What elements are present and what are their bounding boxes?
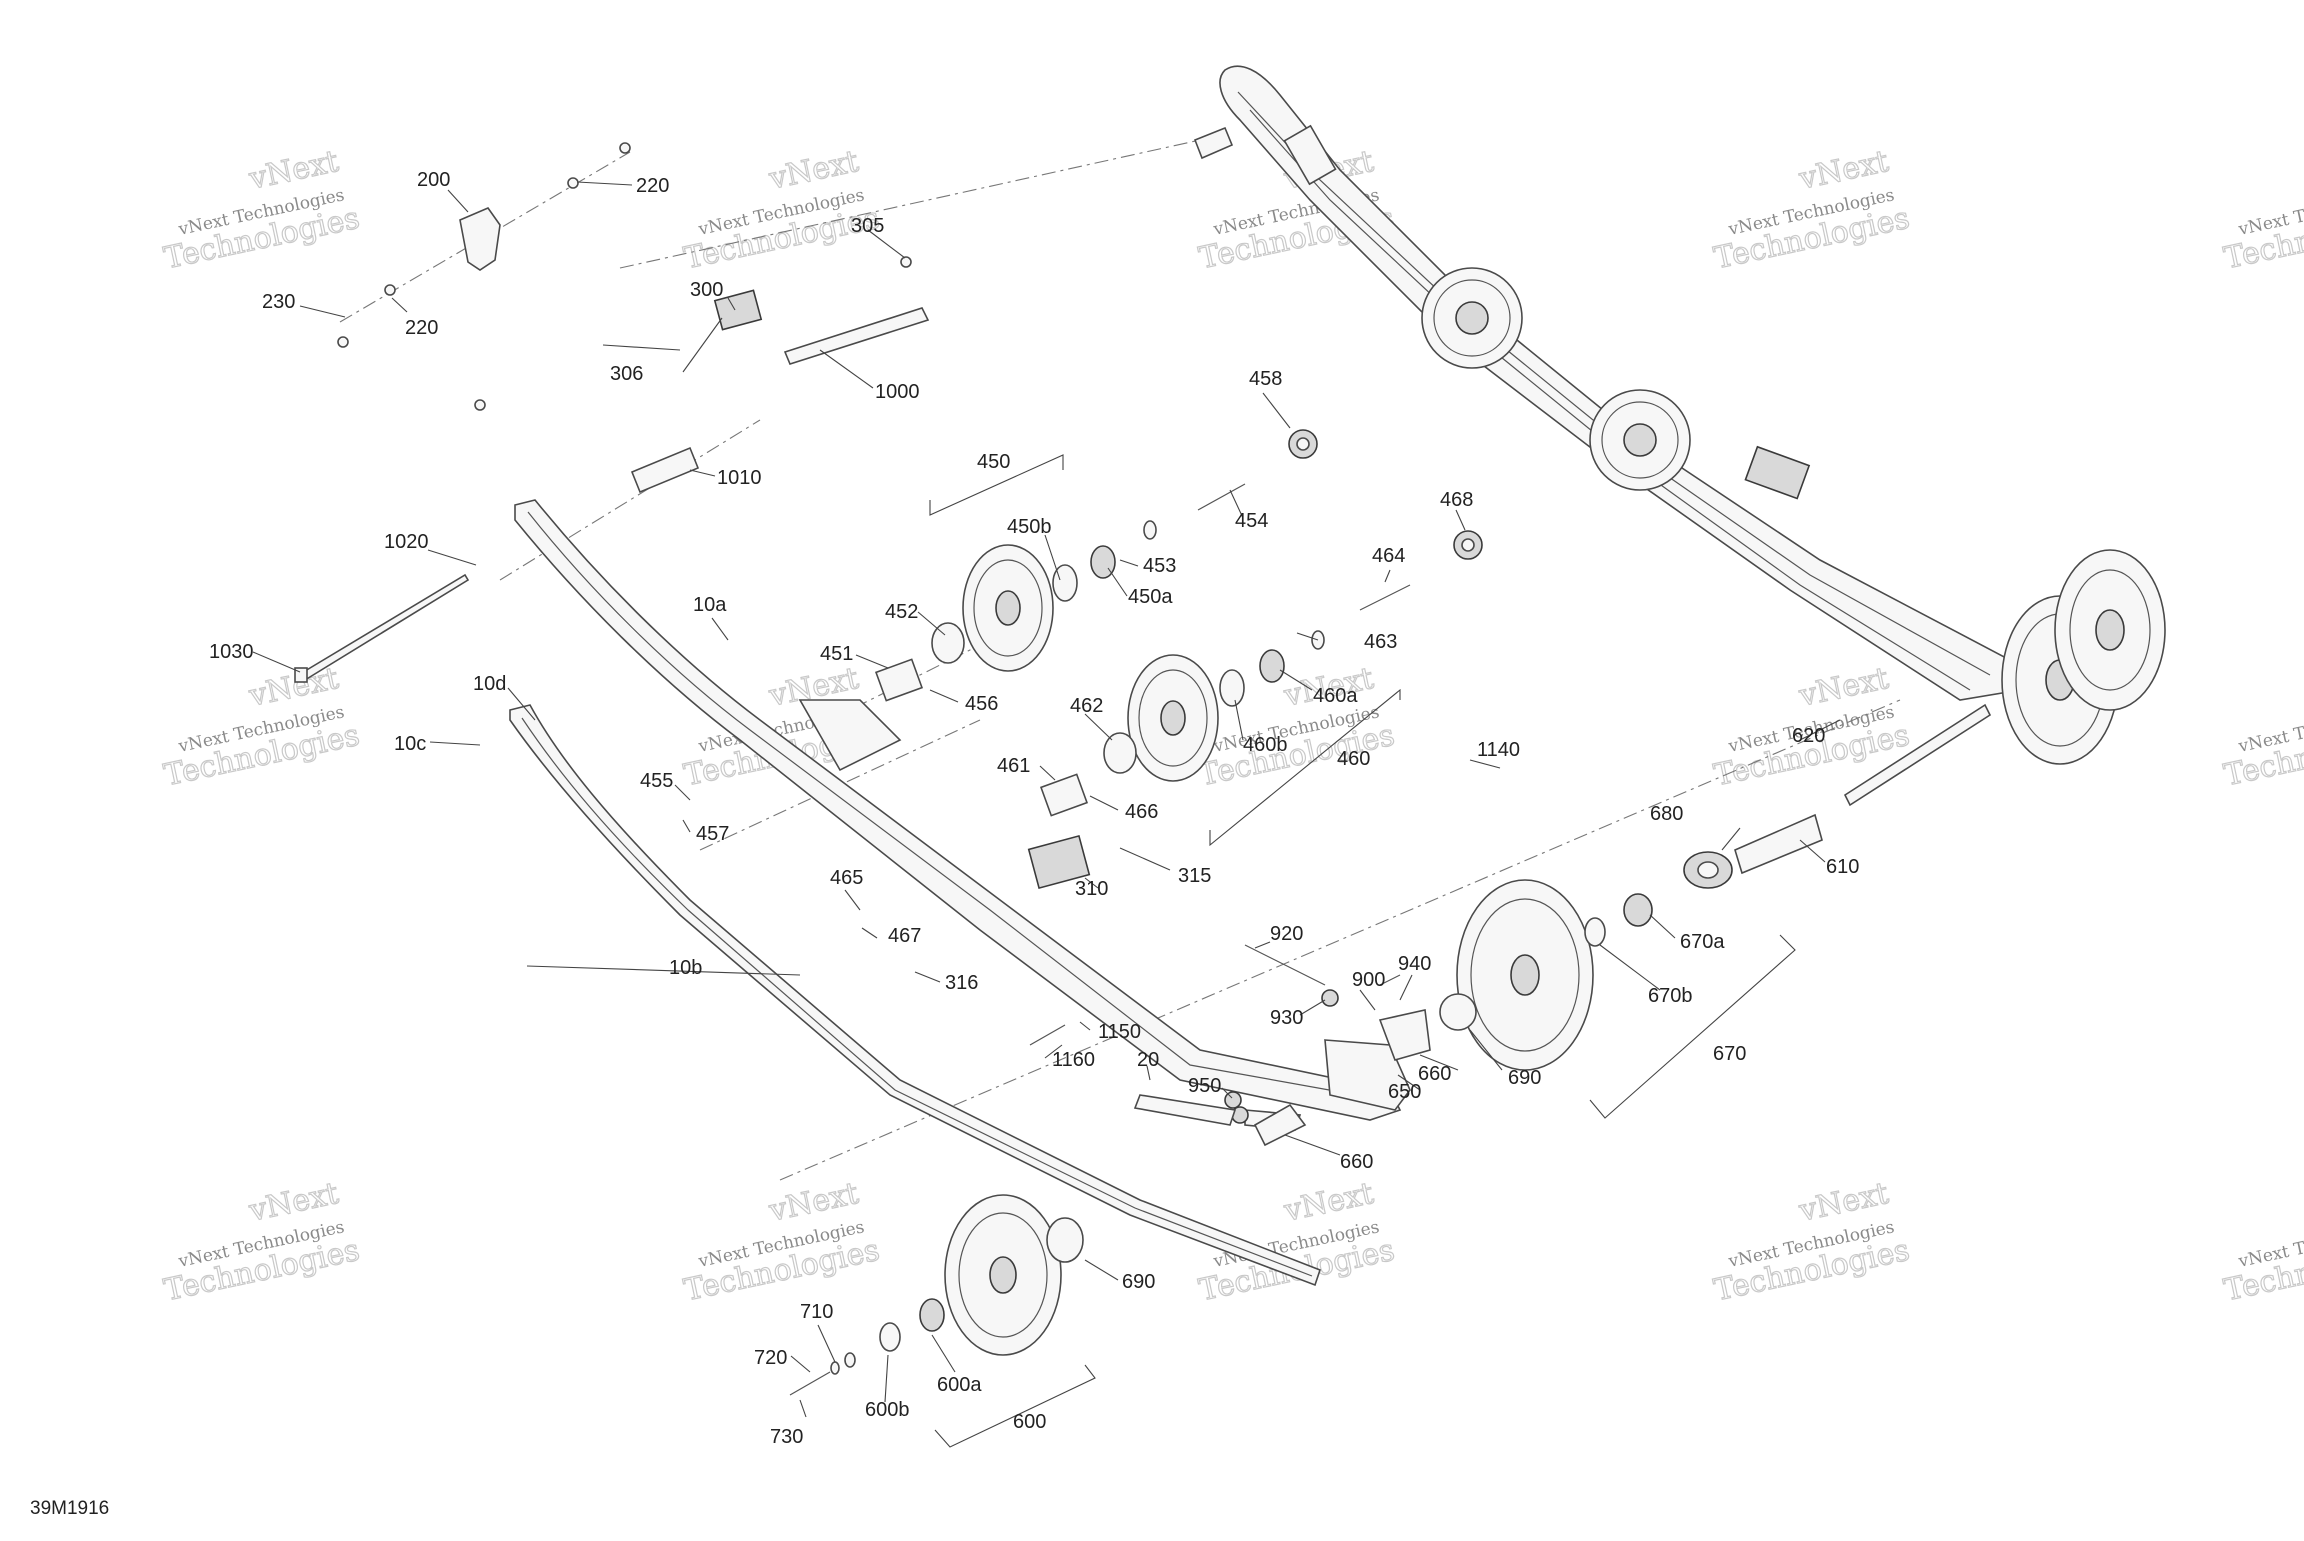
callout-label: 950 [1188, 1075, 1221, 1097]
wheel-670 [1439, 703, 1992, 1071]
callout-label: 220 [405, 317, 438, 339]
callout-label: 10b [669, 957, 702, 979]
callout-label: 316 [945, 972, 978, 994]
callout-leaders [252, 181, 1841, 1418]
callout-label: 456 [965, 693, 998, 715]
callout-label: 1140 [1477, 739, 1520, 761]
callout-label: 454 [1235, 510, 1268, 532]
callout-label: 315 [1178, 865, 1211, 887]
callout-label: 920 [1270, 923, 1303, 945]
callout-label: 465 [830, 867, 863, 889]
callout-label: 200 [417, 169, 450, 191]
wheel-460 [1027, 630, 1325, 890]
callout-label: 690 [1122, 1271, 1155, 1293]
callout-label: 466 [1125, 801, 1158, 823]
callout-label: 600a [937, 1374, 982, 1396]
callout-label: 460b [1243, 734, 1288, 756]
callout-label: 450b [1007, 516, 1052, 538]
callout-label: 670a [1680, 931, 1725, 953]
callout-label: 900 [1352, 969, 1385, 991]
callout-label: 310 [1075, 878, 1108, 900]
callout-label: 670 [1713, 1043, 1746, 1065]
callout-label: 600 [1013, 1411, 1046, 1433]
callout-label: 720 [754, 1347, 787, 1369]
callout-label: 1020 [384, 531, 429, 553]
rear-end-parts [1029, 944, 1431, 1147]
callout-label: 455 [640, 770, 673, 792]
callout-label: 730 [770, 1426, 803, 1448]
callout-label: 464 [1372, 545, 1405, 567]
callout-label: 930 [1270, 1007, 1303, 1029]
callout-label: 452 [885, 601, 918, 623]
callout-label: 680 [1650, 803, 1683, 825]
figure-number: 39M1916 [30, 1498, 109, 1519]
callout-label: 660 [1340, 1151, 1373, 1173]
callout-label: 460 [1337, 748, 1370, 770]
callout-labels: 200 220 220 230 305 300 306 1000 1010 10… [209, 169, 1859, 1448]
callout-label: 940 [1398, 953, 1431, 975]
callout-label: 453 [1143, 555, 1176, 577]
callout-label: 461 [997, 755, 1030, 777]
callout-label: 300 [690, 279, 723, 301]
callout-label: 220 [636, 175, 669, 197]
callout-label: 600b [865, 1399, 910, 1421]
slide-10b [509, 704, 1321, 1287]
callout-label: 10d [473, 673, 506, 695]
callout-label: 1010 [717, 467, 762, 489]
callout-label: 467 [888, 925, 921, 947]
callout-label: 462 [1070, 695, 1103, 717]
callout-label: 458 [1249, 368, 1282, 390]
callout-label: 20 [1137, 1049, 1159, 1071]
callout-label: 457 [696, 823, 729, 845]
callout-label: 463 [1364, 631, 1397, 653]
callout-label: 620 [1792, 725, 1825, 747]
callout-label: 1030 [209, 641, 254, 663]
right-rail-assembly [1193, 65, 2166, 765]
callout-label: 230 [262, 291, 295, 313]
callout-label: 1150 [1098, 1021, 1141, 1043]
callout-label: 690 [1508, 1067, 1541, 1089]
callout-label: 450 [977, 451, 1010, 473]
callout-label: 670b [1648, 985, 1693, 1007]
callout-label: 660 [1418, 1063, 1451, 1085]
wheel-450 [874, 520, 1157, 702]
group-brackets [929, 454, 1796, 1448]
callout-label: 710 [800, 1301, 833, 1323]
callout-label: 1160 [1052, 1049, 1095, 1071]
callout-label: 450a [1128, 586, 1173, 608]
callout-label: 10c [394, 733, 426, 755]
callout-label: 1000 [875, 381, 920, 403]
callout-label: 305 [851, 215, 884, 237]
callout-label: 460a [1313, 685, 1358, 707]
wheel-600 [789, 1194, 1084, 1396]
callout-label: 610 [1826, 856, 1859, 878]
callout-label: 306 [610, 363, 643, 385]
callout-label: 650 [1388, 1081, 1421, 1103]
callout-label: 468 [1440, 489, 1473, 511]
rail-10a [514, 499, 1402, 1121]
callout-label: 451 [820, 643, 853, 665]
callout-label: 10a [693, 594, 727, 616]
